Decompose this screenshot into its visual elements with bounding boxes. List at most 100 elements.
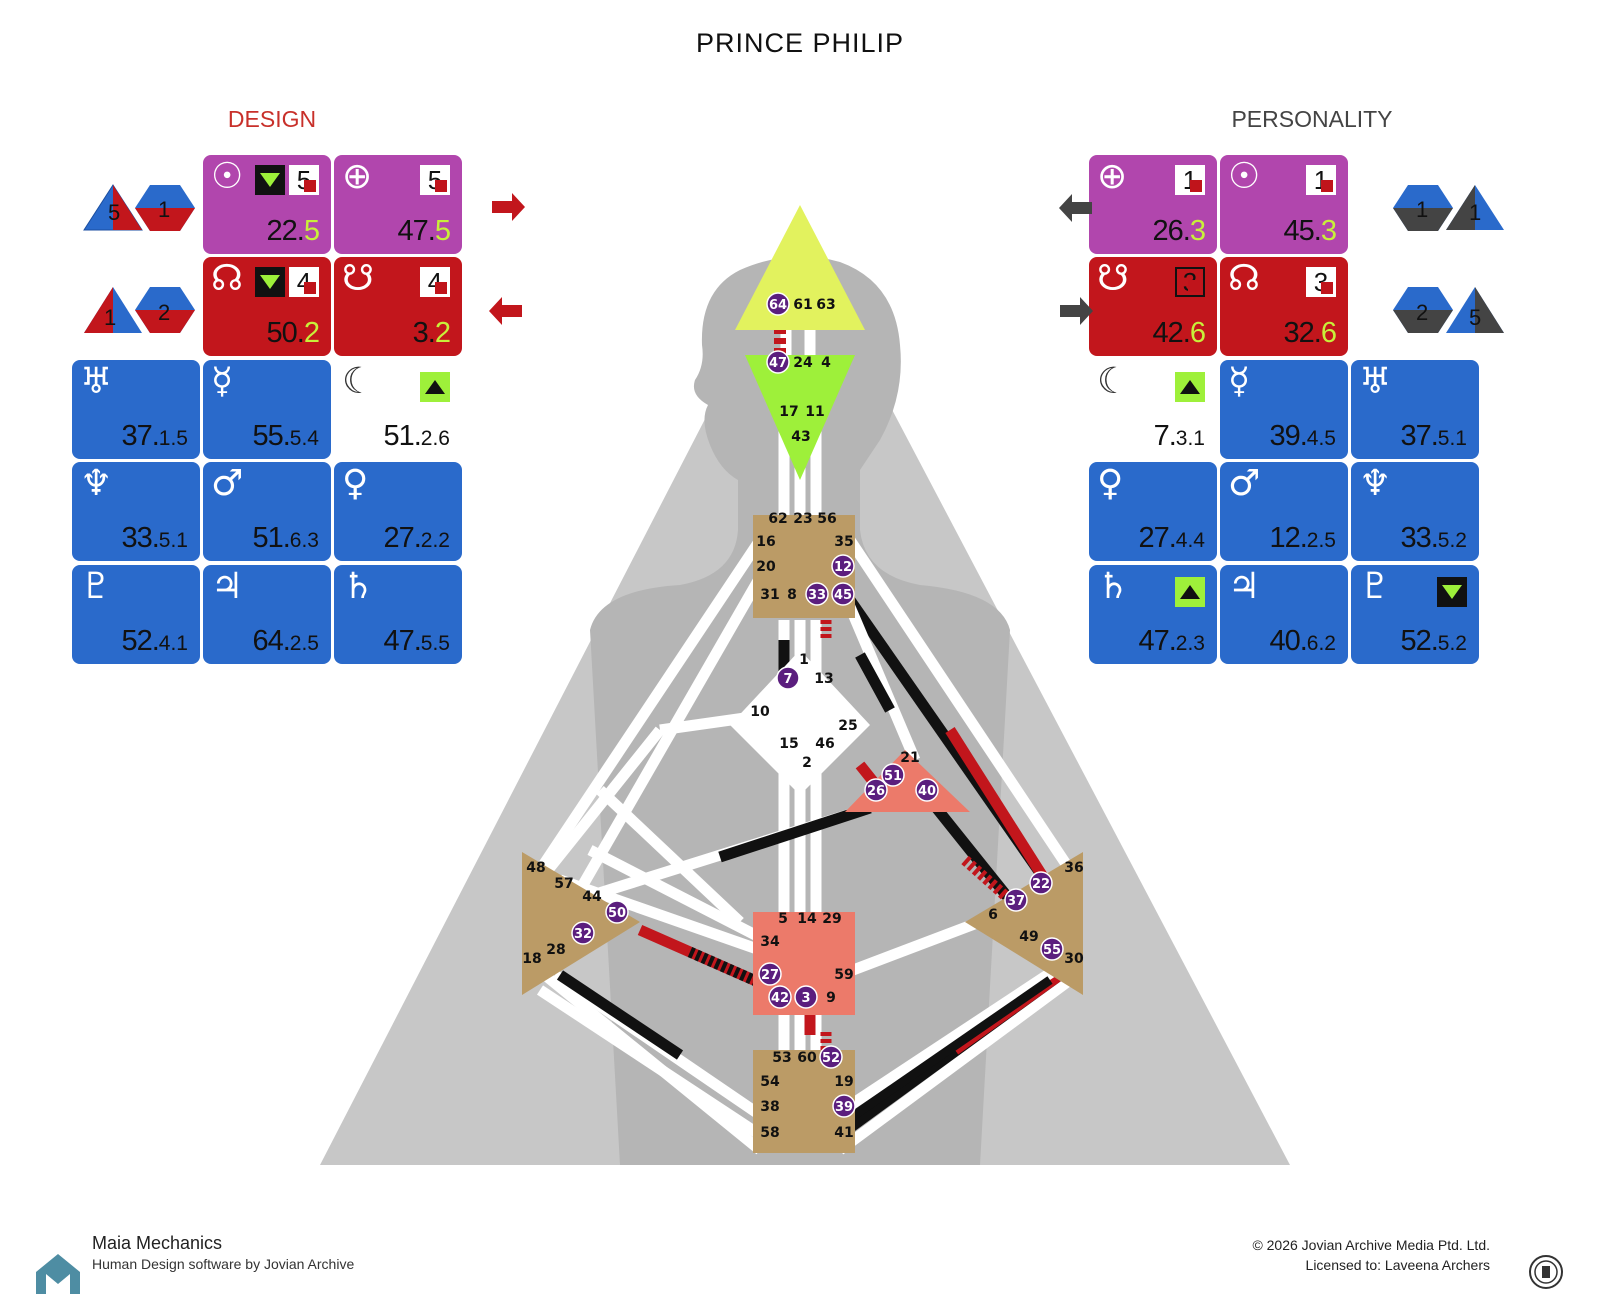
uranus-icon: ♅ (1359, 361, 1392, 402)
gate-sacral-42: 42 (771, 991, 789, 1006)
design-uranus-value: 37.1.5 (121, 420, 188, 452)
gate-ajna-4: 4 (821, 355, 831, 371)
gate-activation-marker (831, 554, 855, 578)
personality-moon-value: 7.3.1 (1153, 420, 1205, 452)
gate-activation-marker (819, 1045, 843, 1069)
gate-ajna-11: 11 (805, 404, 824, 420)
design-mars-value: 51.6.3 (252, 522, 319, 554)
personality-sun-line-badge: 1 (1306, 165, 1336, 195)
personality-neptune-value: 33.5.2 (1400, 522, 1467, 554)
design-sun-value: 22.5 (266, 215, 320, 247)
design-jupiter-value: 64.2.5 (252, 625, 319, 657)
gate-activation-marker (1029, 871, 1053, 895)
gate-root-38: 38 (760, 1099, 779, 1115)
personality-mercury-value: 39.4.5 (1269, 420, 1336, 452)
gate-solar-22: 22 (1032, 877, 1050, 892)
gate-activation-marker (1004, 888, 1028, 912)
sun-icon: ☉ (211, 156, 244, 197)
gate-activation-marker (831, 582, 855, 606)
design-mercury-value: 55.5.4 (252, 420, 319, 452)
gate-activation-marker (758, 962, 782, 986)
pluto-icon: ♇ (80, 566, 113, 607)
design-card-moon: ☾51.2.6 (334, 360, 462, 459)
gate-sacral-3: 3 (801, 991, 810, 1006)
design-card-south-node: ☋3.24 (334, 257, 462, 356)
personality-variable-tri-1-value: 1 (1469, 200, 1481, 225)
personality-card-jupiter: ♃40.6.2 (1220, 565, 1348, 664)
gate-ajna-24: 24 (793, 355, 813, 371)
arrow-down-icon (255, 267, 285, 297)
gate-throat-45: 45 (834, 588, 852, 603)
design-variable-hex-1: 1 (135, 185, 195, 231)
gate-root-39: 39 (835, 1100, 853, 1115)
jovian-seal-icon (1529, 1255, 1563, 1289)
gate-sacral-14: 14 (797, 911, 817, 927)
gate-spleen-18: 18 (522, 951, 541, 967)
personality-sun-value: 45.3 (1283, 215, 1337, 247)
arrow-down-icon (1437, 577, 1467, 607)
arrow-up-icon (1175, 577, 1205, 607)
gate-throat-8: 8 (787, 587, 797, 603)
design-pluto-value: 52.4.1 (121, 625, 188, 657)
design-variable-hex-2: 2 (135, 287, 195, 333)
mars-icon: ♂ (211, 463, 244, 504)
gate-throat-35: 35 (834, 534, 853, 550)
gate-sacral-29: 29 (822, 911, 841, 927)
gate-head-63: 63 (816, 297, 835, 313)
gate-ego-40: 40 (918, 784, 936, 799)
design-card-neptune: ♆33.5.1 (72, 462, 200, 561)
mars-icon: ♂ (1228, 463, 1261, 504)
gate-activation-marker (915, 778, 939, 802)
gate-ajna-17: 17 (779, 404, 798, 420)
design-arrow-left-icon (489, 297, 522, 325)
gate-root-41: 41 (834, 1125, 853, 1141)
personality-variable-hex-2-value: 2 (1416, 300, 1428, 325)
gate-activation-marker (881, 763, 905, 787)
gate-g-7: 7 (783, 672, 792, 687)
design-variable-hex-2-value: 2 (158, 300, 170, 325)
arrow-up-icon (1175, 372, 1205, 402)
footer-brand: Maia Mechanics (92, 1233, 223, 1253)
personality-card-saturn: ♄47.2.3 (1089, 565, 1217, 664)
personality-mars-value: 12.2.5 (1269, 522, 1336, 554)
personality-card-north-node: ☊32.63 (1220, 257, 1348, 356)
south-node-icon: ☋ (1097, 258, 1129, 299)
personality-south-node-line-badge: 3 (1175, 267, 1205, 297)
gate-ajna-43: 43 (791, 429, 810, 445)
earth-icon: ⊕ (342, 156, 373, 197)
personality-saturn-value: 47.2.3 (1138, 625, 1205, 657)
gate-activation-marker (832, 1094, 856, 1118)
venus-icon: ♀ (1097, 463, 1124, 504)
venus-icon: ♀ (342, 463, 369, 504)
personality-south-node-value: 42.6 (1152, 317, 1206, 349)
personality-variable-tri-2-value: 5 (1469, 305, 1481, 330)
personality-variable-tri-2: 5 (1446, 287, 1504, 333)
ajna-center (745, 355, 855, 480)
neptune-icon: ♆ (1359, 463, 1392, 504)
gate-throat-12: 12 (834, 560, 852, 575)
gate-activation-marker (605, 900, 629, 924)
design-card-earth: ⊕47.55 (334, 155, 462, 254)
gate-spleen-50: 50 (608, 906, 626, 921)
earth-icon: ⊕ (1097, 156, 1128, 197)
saturn-icon: ♄ (342, 566, 375, 607)
gate-throat-56: 56 (817, 511, 836, 527)
gate-spleen-28: 28 (546, 942, 565, 958)
personality-variable-hex-1: 1 (1393, 185, 1453, 231)
design-moon-value: 51.2.6 (383, 420, 450, 452)
design-variable-hex-1-value: 1 (158, 197, 170, 222)
gate-root-52: 52 (822, 1051, 840, 1066)
chart-title: PRINCE PHILIP (695, 28, 905, 58)
personality-variable-tri-1: 1 (1446, 185, 1504, 230)
design-variable-tri-2-value: 1 (104, 305, 116, 330)
design-card-venus: ♀27.2.2 (334, 462, 462, 561)
personality-card-south-node: ☋ 42.6 3 (1089, 257, 1217, 356)
design-north-node-line-badge: 4 (289, 267, 319, 297)
gate-sacral-34: 34 (760, 934, 780, 950)
design-south-node-line-badge: 4 (420, 267, 450, 297)
personality-label: PERSONALITY (1231, 106, 1393, 132)
personality-variable-hex-1-value: 1 (1416, 197, 1428, 222)
gate-sacral-9: 9 (826, 990, 836, 1006)
